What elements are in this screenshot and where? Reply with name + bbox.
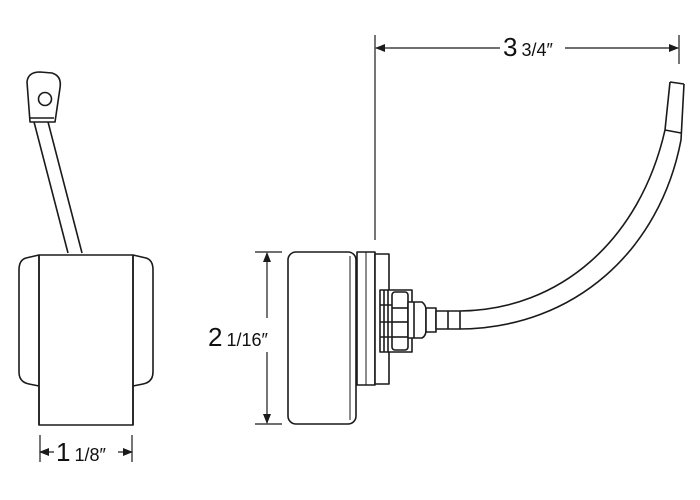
length-whole: 3 bbox=[503, 32, 517, 62]
length-dimension bbox=[374, 35, 680, 240]
length-fraction: 3/4″ bbox=[521, 40, 553, 60]
compression-fitting bbox=[407, 301, 437, 339]
front-width-fraction: 1/8″ bbox=[74, 445, 106, 465]
hex-nut bbox=[391, 291, 409, 351]
front-housing bbox=[18, 254, 154, 426]
front-width-dimension bbox=[39, 435, 133, 462]
float-body bbox=[287, 251, 357, 425]
height-fraction: 1/16″ bbox=[226, 330, 268, 350]
lead-cable bbox=[435, 81, 685, 330]
height-dimension bbox=[255, 251, 282, 425]
lever-eye-hole bbox=[37, 91, 53, 107]
lever-arm bbox=[26, 71, 83, 254]
side-view bbox=[287, 81, 685, 425]
front-width-whole: 1 bbox=[56, 437, 70, 467]
front-view bbox=[18, 71, 154, 426]
height-whole: 2 bbox=[208, 322, 222, 352]
